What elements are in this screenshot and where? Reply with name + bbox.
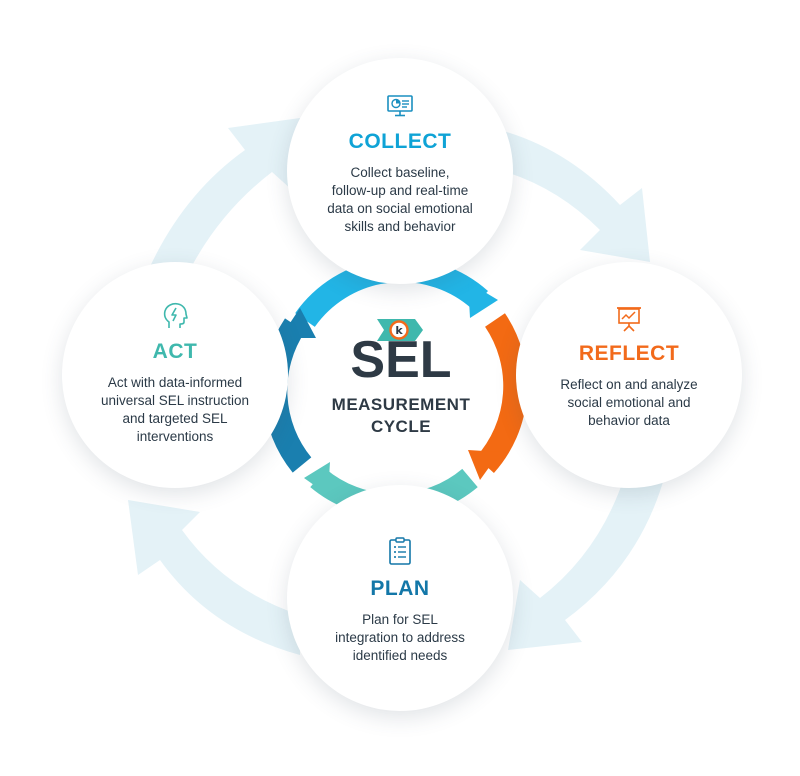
plan-desc-line: Plan for SEL xyxy=(362,612,438,627)
outer-arrow-bottom-left xyxy=(128,500,300,655)
act-desc-line: and targeted SEL xyxy=(122,411,228,426)
plan-desc-line: identified needs xyxy=(352,648,448,663)
inner-ring-arrowheads xyxy=(280,282,500,495)
k-badge-logo-icon: k xyxy=(377,319,423,341)
inner-arc-reflect xyxy=(475,313,528,474)
act-desc-line: Act with data-informed xyxy=(107,375,243,390)
act-description: Act with data-informed universal SEL ins… xyxy=(75,374,275,446)
plan-title: PLAN xyxy=(370,577,430,600)
act-desc-line: interventions xyxy=(136,429,214,444)
inner-arrowhead-act xyxy=(280,308,316,338)
collect-description: Collect baseline, follow-up and real-tim… xyxy=(305,164,495,236)
collect-desc-line: follow-up and real-time xyxy=(331,183,469,198)
plan-bubble: PLAN Plan for SEL integration to address… xyxy=(287,485,513,711)
collect-desc-line: skills and behavior xyxy=(344,219,456,234)
outer-arrow-bottom-right xyxy=(508,475,665,650)
reflect-bubble: REFLECT Reflect on and analyze social em… xyxy=(516,262,742,488)
reflect-description: Reflect on and analyze social emotional … xyxy=(529,376,729,430)
presentation-board-icon xyxy=(617,307,641,332)
outer-arrow-top-right xyxy=(478,125,650,262)
collect-desc-line: data on social emotional xyxy=(327,201,473,216)
act-title: ACT xyxy=(152,340,198,363)
logo-letter: k xyxy=(395,324,403,337)
reflect-desc-line: behavior data xyxy=(588,413,670,428)
center-subtitle-line1: MEASUREMENT xyxy=(331,395,471,414)
reflect-desc-line: Reflect on and analyze xyxy=(560,377,698,392)
center-subtitle-line2: CYCLE xyxy=(370,417,432,436)
center-title: SEL xyxy=(350,331,452,389)
head-lightning-icon xyxy=(163,302,188,328)
act-bubble: ACT Act with data-informed universal SEL… xyxy=(62,262,288,488)
plan-description: Plan for SEL integration to address iden… xyxy=(305,611,495,665)
outer-cycle-arrows xyxy=(128,118,665,655)
monitor-chart-icon xyxy=(387,95,413,117)
inner-arrowhead-plan xyxy=(304,462,330,495)
act-desc-line: universal SEL instruction xyxy=(100,393,250,408)
collect-bubble: COLLECT Collect baseline, follow-up and … xyxy=(287,58,513,284)
inner-arrowhead-reflect xyxy=(468,450,500,480)
reflect-desc-line: social emotional and xyxy=(567,395,691,410)
center-label: k SEL MEASUREMENT CYCLE xyxy=(316,288,486,438)
clipboard-checklist-icon xyxy=(389,537,411,565)
collect-desc-line: Collect baseline, xyxy=(350,165,450,180)
plan-desc-line: integration to address xyxy=(335,630,465,645)
reflect-title: REFLECT xyxy=(578,342,680,365)
outer-arrow-top-left xyxy=(140,118,300,290)
collect-title: COLLECT xyxy=(348,130,452,153)
inner-arrowhead-collect xyxy=(468,282,498,318)
